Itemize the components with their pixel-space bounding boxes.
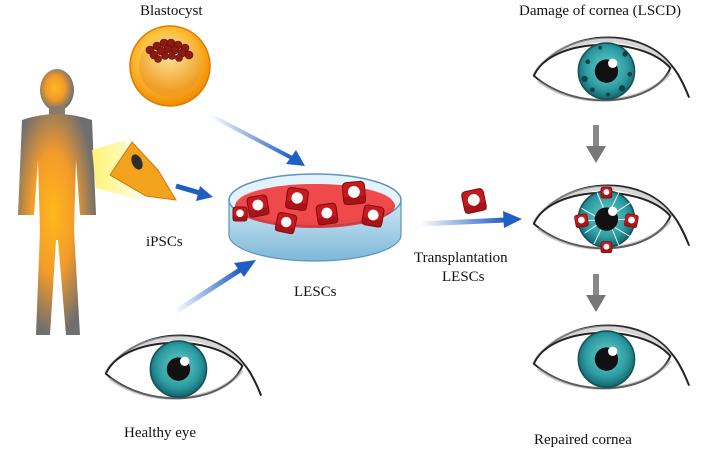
blastocyst-icon <box>129 25 211 107</box>
lesc-cell <box>574 213 589 228</box>
lesc-cell <box>461 188 488 215</box>
arrow-dish-to-damaged-eye <box>419 211 522 228</box>
lesc-cell <box>600 241 613 254</box>
lescs-label: LESCs <box>294 284 337 300</box>
lesc-cell <box>361 204 385 228</box>
ipscs-label: iPSCs <box>146 234 183 250</box>
arrow-ipscs-to-dish <box>175 183 213 201</box>
fibroblast-cell-icon <box>92 140 177 201</box>
human-silhouette-icon <box>18 69 96 335</box>
arrow-damage-to-transplant <box>586 125 606 163</box>
lesc-cell <box>315 202 339 226</box>
damaged-eye-icon <box>534 38 689 101</box>
dish-cell-group <box>232 180 385 235</box>
lesc-cell-icon <box>461 188 488 215</box>
damage-of-cornea-label: Damage of cornea (LSCD) <box>519 3 682 19</box>
arrow-transplant-to-repaired <box>586 274 606 312</box>
repaired-eye-icon <box>534 326 689 389</box>
repaired-cornea-label: Repaired cornea <box>534 432 632 448</box>
transplantation-lescs-label: LESCs <box>442 269 485 285</box>
lesc-cell <box>624 213 639 228</box>
healthy-eye-label: Healthy eye <box>124 425 197 441</box>
lesc-cell <box>600 186 613 199</box>
petri-dish-icon <box>228 173 402 262</box>
arrow-blastocyst-to-dish <box>209 113 305 166</box>
lesc-cell <box>274 211 298 235</box>
lesc-cell <box>285 187 309 211</box>
arrow-healthy-eye-to-dish <box>173 260 256 315</box>
blastocyst-label: Blastocyst <box>140 3 203 19</box>
lesc-cell <box>341 180 367 206</box>
transplant-eye-icon <box>534 186 689 254</box>
lesc-cell <box>246 194 270 218</box>
healthy-eye-icon <box>106 336 261 399</box>
lesc-cell <box>232 206 248 222</box>
transplantation-label: Transplantation <box>414 250 508 266</box>
